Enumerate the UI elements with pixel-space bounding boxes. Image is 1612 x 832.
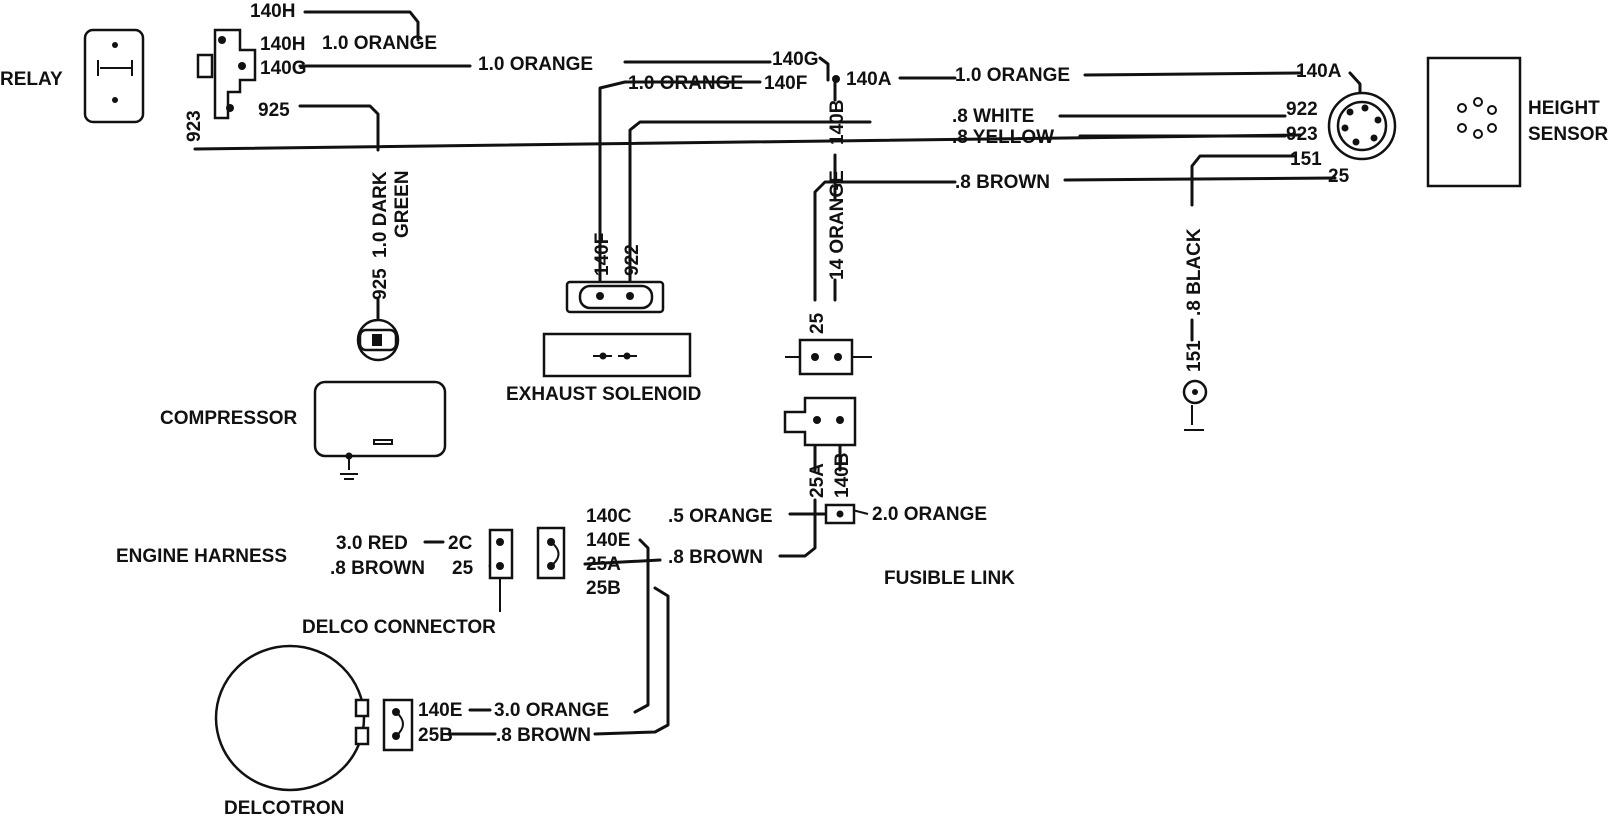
compressor-label: COMPRESSOR	[160, 408, 298, 429]
label-140c: 140C	[586, 506, 632, 527]
label-25-connector: 25	[807, 312, 828, 334]
relay-label: RELAY	[0, 69, 63, 90]
label-925-relay: 925	[258, 100, 290, 121]
wire-140h-loop	[303, 10, 420, 42]
wire-140a-sensor	[1348, 71, 1362, 94]
label-140a-sensor: 140A	[1296, 61, 1342, 82]
label-25b-delco: 25B	[418, 725, 453, 746]
label-8-brown-delco: .8 BROWN	[496, 725, 591, 746]
label-8-brown-harness: .8 BROWN	[330, 558, 425, 579]
label-140h-top: 140H	[250, 1, 295, 22]
wire-25-brown-right	[1063, 176, 1337, 182]
inline-connector-lower	[783, 396, 857, 447]
wire-140g-drop	[818, 56, 830, 82]
fusible-link-label: FUSIBLE LINK	[884, 568, 1015, 589]
label-2c: 2C	[448, 533, 473, 554]
label-8-brown-top: .8 BROWN	[955, 172, 1050, 193]
circuit-labels: 140H 140H 1.0 ORANGE 140G 923 925 1.0 OR…	[116, 1, 1350, 746]
label-140g-mid: 140G	[772, 49, 818, 70]
fusible-link	[824, 503, 856, 525]
label-925-compressor: 925	[370, 268, 391, 300]
height-sensor-label-2: SENSOR	[1528, 124, 1609, 145]
label-14-orange: 14 ORANGE	[827, 170, 848, 280]
label-922-vertical: 922	[622, 244, 643, 276]
engine-harness-label: ENGINE HARNESS	[116, 546, 287, 567]
label-140f-vertical: 140F	[592, 233, 613, 276]
label-2-0-orange: 2.0 ORANGE	[872, 504, 987, 525]
label-140e: 140E	[586, 530, 630, 551]
exhaust-solenoid: EXHAUST SOLENOID	[506, 280, 701, 405]
label-140f: 140F	[764, 73, 807, 94]
label-1-0-orange-d: 1.0 ORANGE	[955, 65, 1070, 86]
wire-151-black	[1190, 154, 1297, 207]
label-140b-vertical: 140B	[827, 100, 848, 145]
wire-25a-to-brown	[778, 498, 817, 558]
label-25-sensor: 25	[1328, 166, 1350, 187]
splice-140	[832, 75, 840, 83]
label-140g: 140G	[260, 58, 306, 79]
wire-925-dark-green	[298, 104, 380, 152]
inline-connector-upper	[785, 338, 872, 376]
height-sensor-label-1: HEIGHT	[1528, 98, 1600, 119]
height-sensor: HEIGHT SENSOR	[1327, 56, 1609, 188]
label-1-0-orange-b: 1.0 ORANGE	[478, 54, 593, 75]
label-green: GREEN	[392, 170, 413, 238]
label-25b: 25B	[586, 578, 621, 599]
ground-terminal	[1182, 379, 1208, 431]
relay: RELAY	[0, 28, 145, 124]
wire-25b-loop	[593, 586, 670, 736]
label-922-sensor: 922	[1286, 99, 1318, 120]
relay-connector	[196, 28, 257, 120]
compressor: COMPRESSOR	[160, 318, 447, 480]
label-25-harness: 25	[452, 558, 474, 579]
label-25a-connector: 25A	[807, 463, 828, 498]
label-3-0-orange: 3.0 ORANGE	[494, 700, 609, 721]
label-151-ground: 151	[1184, 340, 1205, 372]
label-140b-connector: 140B	[832, 453, 853, 498]
wire-25-brown	[813, 180, 957, 302]
label-25a: 25A	[586, 554, 621, 575]
delcotron-label: DELCOTRON	[224, 798, 344, 819]
label-8-brown-mid: .8 BROWN	[668, 547, 763, 568]
label-3-0-red: 3.0 RED	[336, 533, 408, 554]
wire-140e-loop	[633, 538, 650, 714]
delco-connector	[488, 526, 566, 580]
label-1-0-orange-a: 1.0 ORANGE	[322, 33, 437, 54]
label-140a: 140A	[846, 69, 892, 90]
label-8-white: .8 WHITE	[952, 106, 1034, 127]
wire-140f	[598, 80, 762, 292]
delcotron: DELCOTRON	[214, 644, 414, 819]
wire-922-white	[628, 120, 872, 292]
label-140h: 140H	[260, 34, 305, 55]
wires	[193, 10, 1362, 736]
exhaust-solenoid-label: EXHAUST SOLENOID	[506, 384, 701, 405]
label-1-0-dark: 1.0 DARK	[370, 171, 391, 258]
label-8-yellow: .8 YELLOW	[952, 127, 1054, 148]
label-1-0-orange-c: 1.0 ORANGE	[628, 73, 743, 94]
wire-140a-right	[1083, 71, 1302, 77]
label-5-orange: .5 ORANGE	[668, 506, 773, 527]
label-8-black: .8 BLACK	[1184, 228, 1205, 316]
label-151-sensor: 151	[1290, 149, 1322, 170]
label-923-relay: 923	[184, 110, 205, 142]
label-140e-delco: 140E	[418, 700, 462, 721]
delco-connector-label: DELCO CONNECTOR	[302, 617, 496, 638]
label-923-sensor: 923	[1286, 124, 1318, 145]
